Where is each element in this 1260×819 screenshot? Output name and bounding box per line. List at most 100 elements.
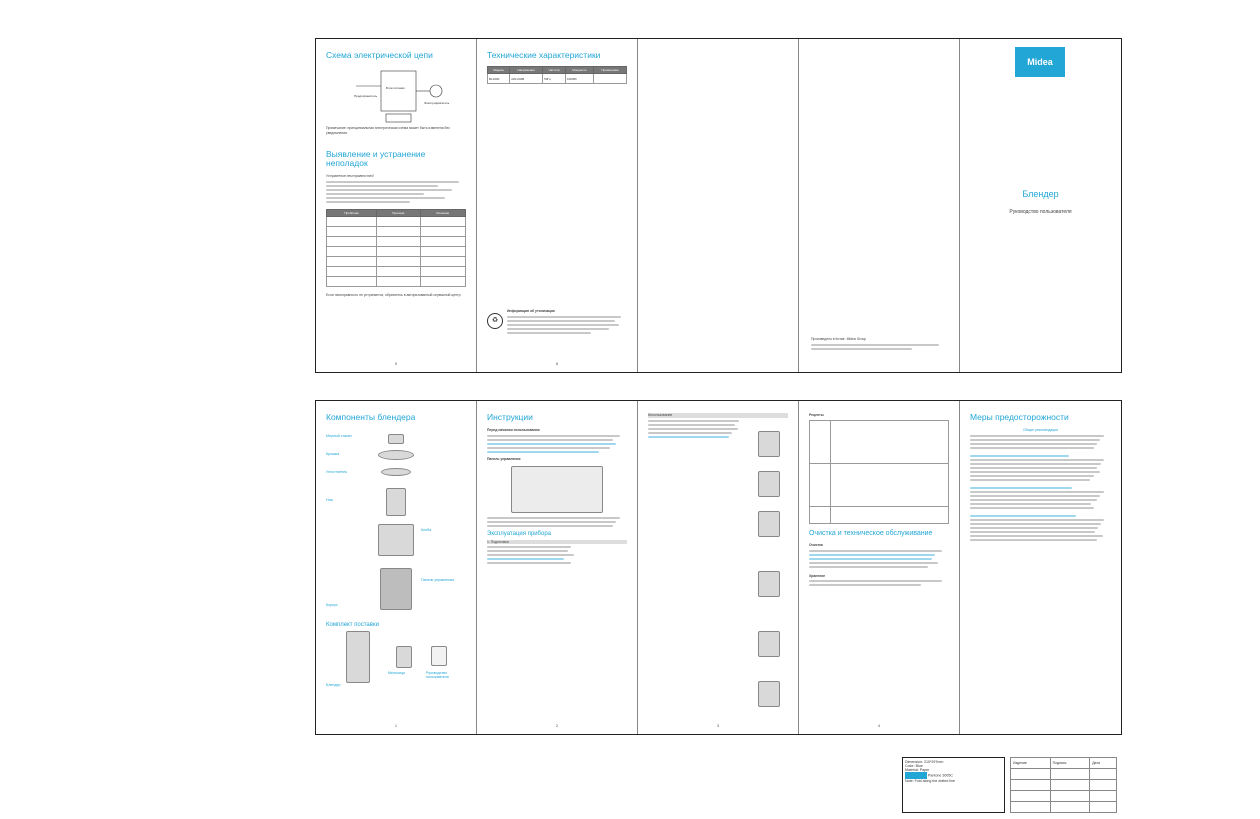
- set-blender-image: [346, 631, 370, 684]
- set-title: Комплект поставки: [326, 622, 379, 629]
- grinder-image: [386, 488, 406, 517]
- trouble-th-problem: Проблема: [326, 208, 377, 217]
- panel-circuit: Схема электрической цепи Блок питания Эл…: [316, 39, 477, 372]
- meta-head-sign: Подпись: [1049, 757, 1091, 769]
- specs-freq: 50Гц: [542, 73, 566, 85]
- usage-step-image-4: [758, 571, 780, 597]
- trouble-subtitle: Устранение неисправностей: [326, 174, 374, 179]
- specs-th-note: Примечание: [593, 66, 627, 75]
- manufacturer-note: Произведено в Китае. Midea Group: [811, 337, 867, 341]
- safety-sub: Общие рекомендации: [1023, 428, 1058, 433]
- component-label-jar: Колба: [421, 528, 432, 533]
- midea-logo: Midea: [1015, 47, 1065, 77]
- storage-sub: Хранение: [809, 573, 826, 578]
- panel-cover: Midea Блендер Руководство пользователя: [960, 39, 1121, 372]
- before-use-title: Перед началом использования: [487, 428, 540, 433]
- usage-title: Использование: [648, 413, 788, 418]
- specs-th-model: Модель: [486, 66, 511, 75]
- cover-title: Блендер: [1022, 189, 1059, 199]
- page-number-2: 2: [555, 723, 559, 728]
- page-number-1: 1: [394, 723, 398, 728]
- panel-blank-1: [638, 39, 799, 372]
- meta-note: Note: Fold along the dotted line: [905, 779, 955, 783]
- set-label-grinder: Мельница: [388, 671, 405, 676]
- circuit-svg: [356, 71, 443, 123]
- bottom-sheet: Компоненты блендера Мерный стакан Крышка…: [315, 400, 1122, 735]
- component-label-blade: Нож: [326, 498, 333, 503]
- usage-step-image-1: [758, 431, 780, 457]
- cleaning-title: Очистка и техническое обслуживание: [809, 529, 933, 537]
- base-image: [380, 568, 412, 611]
- meta-head-date: Дата: [1089, 757, 1117, 769]
- top-sheet: Схема электрической цепи Блок питания Эл…: [315, 38, 1122, 373]
- circuit-label-motor: Электродвигатель: [424, 101, 450, 106]
- set-images: Блендер Мельница Руководство пользовател…: [326, 631, 466, 691]
- trouble-title: Выявление и устранение неполадок: [326, 148, 426, 168]
- control-panel-title: Панель управления: [487, 456, 521, 461]
- panel-recipes-cleaning: Рецепты Очистка и техническое обслуживан…: [799, 401, 960, 734]
- page-number-3: 3: [716, 723, 720, 728]
- trouble-th-solution: Решение: [419, 208, 467, 217]
- cleaning-sub: Очистка: [809, 543, 823, 548]
- circuit-caption: Примечание: принципиальная электрическая…: [326, 126, 450, 135]
- safety-title: Меры предосторожности: [970, 412, 1069, 422]
- specs-note: [593, 73, 627, 85]
- recipes-title: Рецепты: [809, 413, 824, 417]
- panel-components: Компоненты блендера Мерный стакан Крышка…: [316, 401, 477, 734]
- component-label-panel: Панель управления: [421, 578, 455, 583]
- specs-power: 1000Вт: [564, 73, 595, 85]
- usage-step-image-5: [758, 631, 780, 657]
- control-panel-image: [511, 465, 603, 513]
- meta-head-product: Изделие: [1010, 757, 1051, 769]
- circuit-diagram: Блок питания Электродвигатель Предохрани…: [326, 66, 466, 126]
- specs-th-power: Мощность: [564, 66, 595, 75]
- set-grinder-image: [396, 646, 412, 669]
- trouble-th-cause: Причина: [375, 208, 421, 217]
- component-label-lid: Крышка: [326, 452, 340, 457]
- page-number-5: 5: [394, 361, 398, 366]
- usage-step-image-2: [758, 471, 780, 497]
- panel-instructions: Инструкции Перед началом использования П…: [477, 401, 638, 734]
- lid-image: [378, 450, 414, 461]
- page-number-4: 4: [877, 723, 881, 728]
- step-title: 1. Подготовка: [487, 539, 627, 545]
- meta-spot: Pantone 3005C: [928, 773, 953, 778]
- set-label-blender: Блендер: [326, 683, 341, 688]
- usage-step-image-6: [758, 681, 780, 707]
- panel-back: Произведено в Китае. Midea Group: [799, 39, 960, 372]
- trouble-footer: Если неисправность не устраняется, обрат…: [326, 292, 462, 297]
- usage-step-image-3: [758, 511, 780, 537]
- specs-th-voltage: Напряжение: [509, 66, 544, 75]
- components-title: Компоненты блендера: [326, 412, 416, 422]
- print-meta-left: Dimension: 210*297mm Color: Blue Materia…: [902, 757, 1005, 813]
- disposal-title: Информация об утилизации: [507, 309, 555, 313]
- seal-image: [381, 468, 411, 477]
- set-manual-image: [431, 646, 447, 667]
- lid-cup-image: [388, 434, 404, 445]
- color-swatch: [905, 772, 927, 779]
- meta-dimension: Dimension: 210*297mm: [905, 760, 944, 764]
- component-label-cup: Мерный стакан: [326, 434, 352, 439]
- manufacturer-block: Произведено в Китае. Midea Group: [811, 337, 946, 352]
- cover-subtitle: Руководство пользователя: [1009, 209, 1072, 215]
- recipes-table: [809, 419, 950, 524]
- panel-safety: Меры предосторожности Общие рекомендации: [960, 401, 1121, 734]
- specs-model: BL1000: [486, 73, 511, 85]
- component-label-base: Корпус: [326, 603, 338, 608]
- disposal-block: ♻ Информация об утилизации: [487, 309, 627, 336]
- circuit-title: Схема электрической цепи: [326, 50, 433, 60]
- meta-color: Color: Blue: [905, 764, 923, 768]
- set-label-manual: Руководство пользователя: [426, 671, 449, 680]
- meta-material: Material: Paper: [905, 768, 930, 772]
- component-label-seal: Уплотнитель: [326, 470, 348, 475]
- panel-usage: Использование 3: [638, 401, 799, 734]
- blender-exploded-diagram: Мерный стакан Крышка Уплотнитель Нож Кол…: [326, 428, 466, 618]
- jar-image: [378, 524, 414, 557]
- recycle-icon: ♻: [487, 313, 503, 329]
- instructions-title: Инструкции: [487, 412, 533, 422]
- circuit-label-fuse: Предохранитель: [354, 94, 378, 99]
- specs-title: Технические характеристики: [487, 50, 601, 60]
